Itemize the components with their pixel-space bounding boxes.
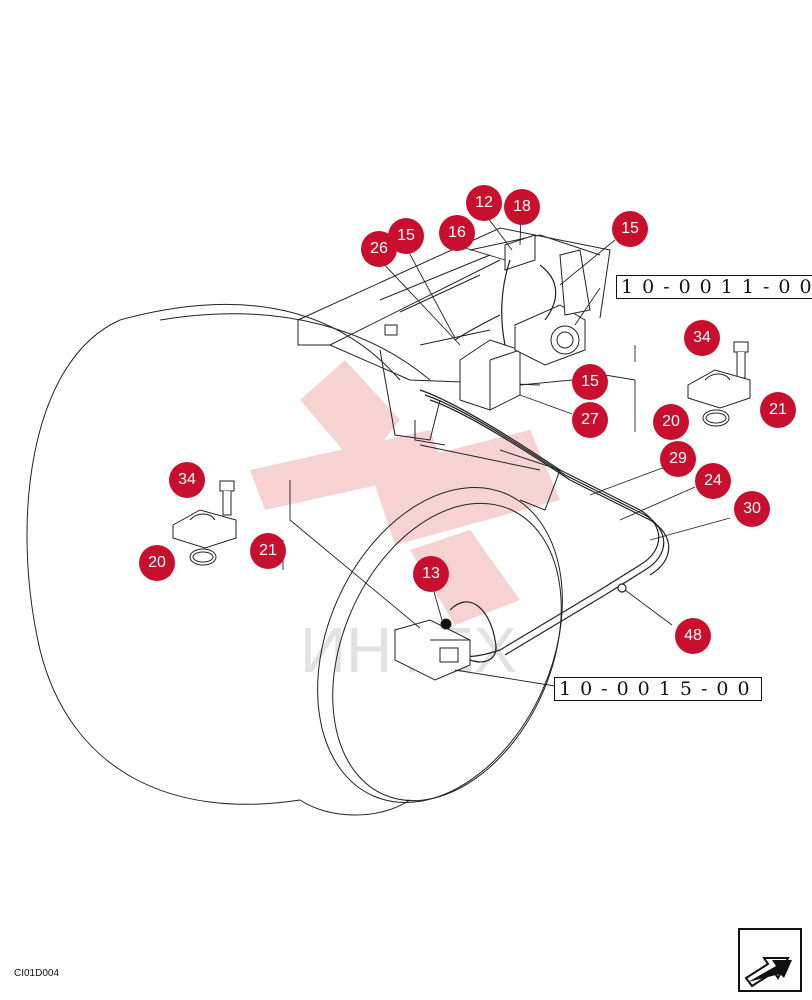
callout-18[interactable]: 18 xyxy=(504,189,540,225)
callout-26[interactable]: 26 xyxy=(361,231,397,267)
callout-30[interactable]: 30 xyxy=(734,491,770,527)
clamp-set-left xyxy=(172,480,237,566)
drawing-code: CI01D004 xyxy=(14,968,60,979)
callout-48[interactable]: 48 xyxy=(675,618,711,654)
arrow-icon[interactable] xyxy=(738,928,802,992)
callout-34-right[interactable]: 34 xyxy=(684,320,720,356)
reference-text: 10-0011-00 xyxy=(616,275,812,299)
callout-12[interactable]: 12 xyxy=(466,185,502,221)
callout-34-left[interactable]: 34 xyxy=(169,462,205,498)
callout-13[interactable]: 13 xyxy=(413,556,449,592)
callout-15-middle[interactable]: 15 xyxy=(572,364,608,400)
callout-16[interactable]: 16 xyxy=(439,215,475,251)
hoses xyxy=(419,259,670,663)
callout-21-left[interactable]: 21 xyxy=(250,533,286,569)
callout-24[interactable]: 24 xyxy=(695,463,731,499)
callout-20-left[interactable]: 20 xyxy=(139,545,175,581)
callout-21-right[interactable]: 21 xyxy=(760,392,796,428)
valve-block xyxy=(459,234,591,411)
drum xyxy=(26,303,563,816)
callout-29[interactable]: 29 xyxy=(660,441,696,477)
callout-27[interactable]: 27 xyxy=(572,402,608,438)
callout-20-right[interactable]: 20 xyxy=(653,404,689,440)
reference-10-0011[interactable]: 10-0011-00 xyxy=(616,275,812,299)
drum-motor xyxy=(394,618,471,681)
watermark-logo xyxy=(250,360,560,625)
clamp-set-right xyxy=(687,341,751,427)
callout-15-upper-right[interactable]: 15 xyxy=(612,211,648,247)
reference-10-0015[interactable]: 10-0015-00 xyxy=(554,677,762,701)
reference-text: 10-0015-00 xyxy=(554,677,762,701)
